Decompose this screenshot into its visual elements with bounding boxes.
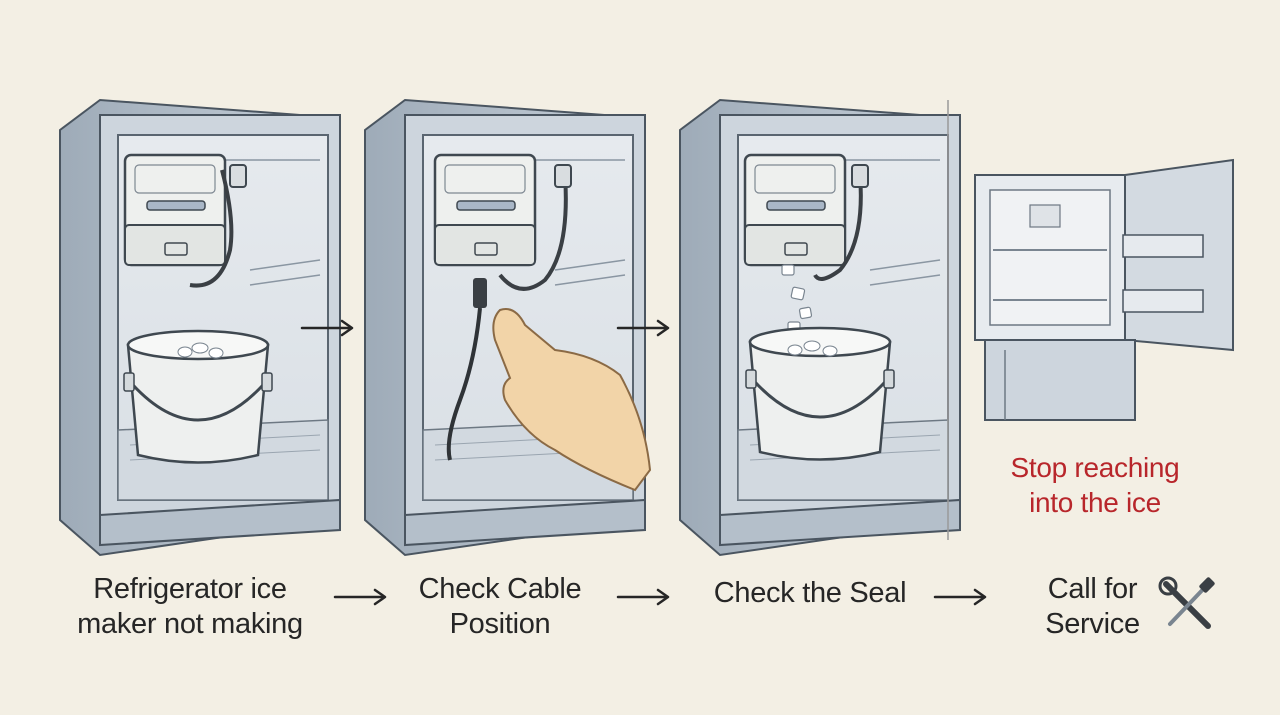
warning-line-2: into the ice — [1029, 487, 1161, 518]
step-1-line-1: Refrigerator ice — [93, 573, 287, 605]
warning-line-1: Stop reaching — [1010, 452, 1180, 483]
arrow-right-icon — [333, 588, 387, 606]
warning-text: Stop reaching into the ice — [990, 450, 1200, 520]
step-label-1: Refrigerator ice maker not making — [45, 572, 335, 642]
wrench-screwdriver-icon — [1158, 576, 1215, 629]
fridge-illustration-1 — [59, 99, 341, 556]
step-4-line-2: Service — [1045, 608, 1140, 640]
step-3-line-1: Check the Seal — [713, 577, 907, 609]
fridge-illustration-2 — [364, 99, 652, 556]
step-1-line-2: maker not making — [77, 608, 303, 640]
fridge-illustration-3 — [679, 99, 961, 556]
hand-illustration — [492, 308, 652, 492]
step-label-2: Check Cable Position — [380, 572, 620, 642]
open-fridge-illustration — [974, 158, 1234, 421]
arrow-right-icon — [616, 588, 670, 606]
step-2-line-2: Position — [449, 608, 551, 640]
step-2-line-1: Check Cable — [418, 573, 582, 605]
step-label-3: Check the Seal — [680, 576, 940, 611]
step-label-4: Call for Service — [1025, 572, 1160, 642]
step-4-line-1: Call for — [1047, 573, 1138, 605]
arrow-right-icon — [933, 588, 987, 606]
